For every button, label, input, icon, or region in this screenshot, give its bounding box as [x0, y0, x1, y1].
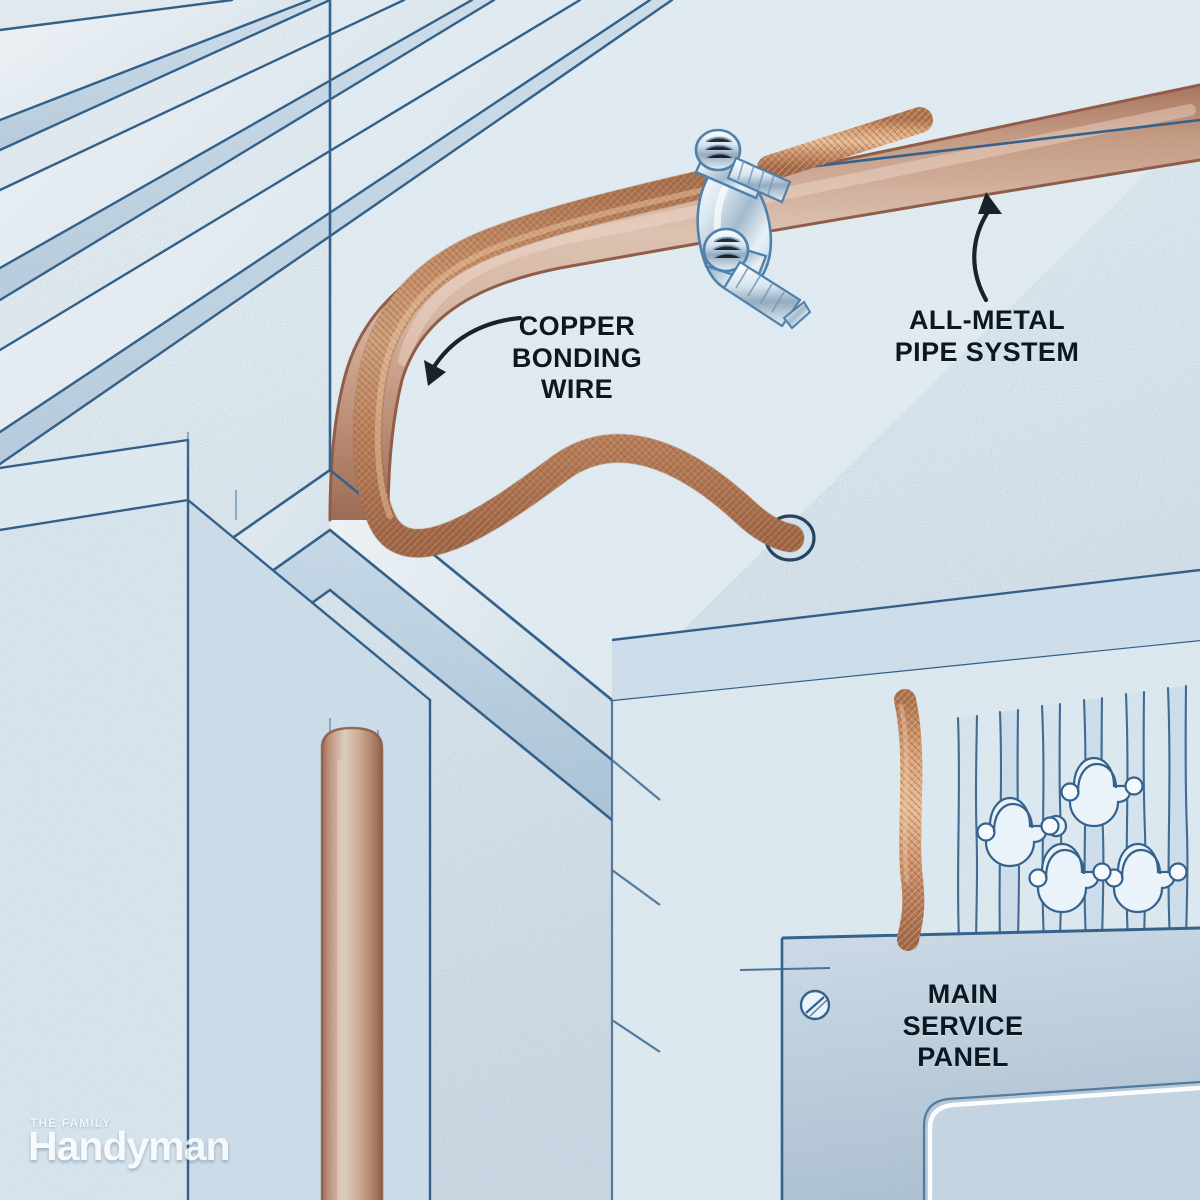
panel-cover-screw: [799, 989, 831, 1021]
cable-staple: [1060, 756, 1144, 828]
leader-arrows: [424, 192, 1002, 386]
clamp-bolt-upper: [694, 128, 792, 204]
main-service-panel: [739, 926, 1200, 1200]
panel-inner-door: [922, 1080, 1200, 1200]
ground-clamp: [694, 128, 812, 330]
arrow-to-pipe: [972, 192, 1002, 303]
cable-staple: [976, 796, 1068, 868]
copper-pipe-vertical-drop: [320, 726, 384, 1200]
cable-staples: [976, 756, 1188, 914]
clamp-bolt-lower: [702, 227, 812, 330]
arrow-to-bonding-wire: [424, 315, 523, 386]
ceiling-joists: [0, 0, 674, 466]
copper-bonding-wire: [352, 107, 933, 951]
panel-corner-tick: [739, 948, 831, 1000]
cable-staple: [1104, 842, 1188, 914]
cable-staple: [1028, 842, 1112, 914]
